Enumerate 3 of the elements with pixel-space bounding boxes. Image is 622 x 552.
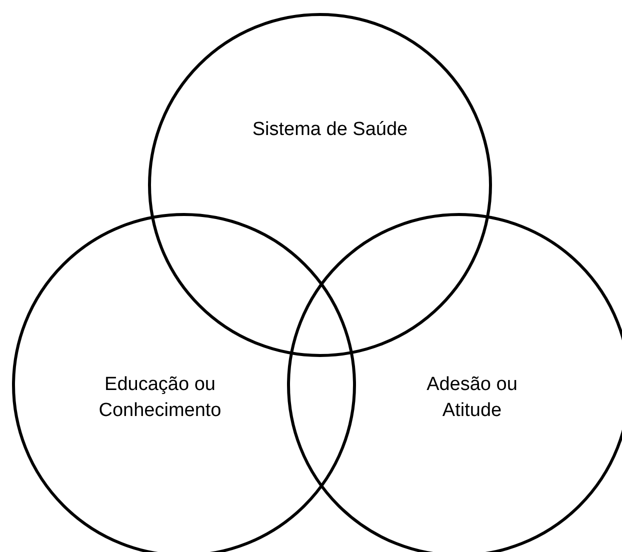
circle-label: Sistema de Saúde — [251, 118, 409, 142]
circle-label: Educação ou Conhecimento — [98, 373, 222, 423]
circle-label: Adesão ou Atitude — [426, 373, 518, 423]
